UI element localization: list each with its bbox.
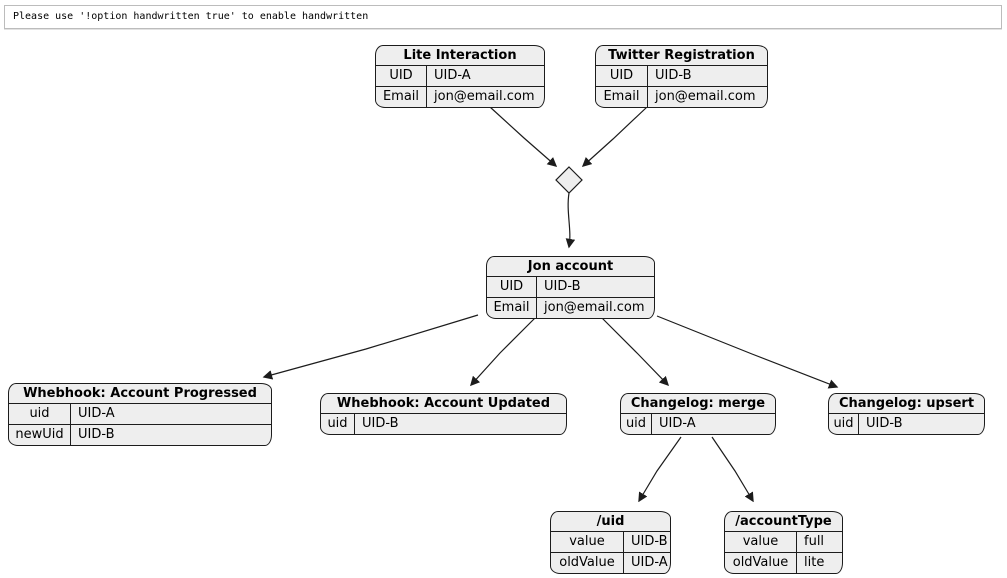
row-key: Email bbox=[487, 298, 537, 318]
row-key: uid bbox=[321, 414, 355, 434]
node-title: /uid bbox=[551, 512, 670, 532]
node-title: Jon account bbox=[487, 257, 654, 277]
row-value: UID-B bbox=[631, 534, 668, 549]
row-key: oldValue bbox=[725, 553, 797, 573]
edge-jon-to-updated bbox=[470, 316, 537, 387]
row-value: UID-B bbox=[655, 68, 692, 83]
node-title: Whebhook: Account Progressed bbox=[9, 384, 271, 404]
node-webhook-account-progressed: Whebhook: Account Progressed uid UID-A n… bbox=[8, 383, 272, 446]
row-value: jon@email.com bbox=[434, 89, 535, 104]
table-row: value full bbox=[725, 532, 842, 552]
node-lite-interaction: Lite Interaction UID UID-A Email jon@ema… bbox=[375, 45, 545, 108]
row-value: UID-A bbox=[434, 68, 471, 83]
node-title: /accountType bbox=[725, 512, 842, 532]
row-value: full bbox=[804, 534, 825, 549]
node-accounttype-change: /accountType value full oldValue lite bbox=[724, 511, 843, 574]
node-title: Changelog: upsert bbox=[829, 394, 984, 414]
row-value: UID-B bbox=[78, 427, 115, 442]
node-uid-change: /uid value UID-B oldValue UID-A bbox=[550, 511, 671, 574]
table-row: Email jon@email.com bbox=[596, 86, 767, 107]
handwritten-option-banner: Please use '!option handwritten true' to… bbox=[4, 5, 1002, 29]
node-title: Whebhook: Account Updated bbox=[321, 394, 566, 414]
edge-diamond-to-jon bbox=[565, 192, 576, 249]
table-row: uid UID-B bbox=[829, 414, 984, 434]
node-changelog-upsert: Changelog: upsert uid UID-B bbox=[828, 393, 985, 435]
row-key: Email bbox=[596, 87, 648, 107]
row-key: uid bbox=[829, 414, 859, 434]
row-key: oldValue bbox=[551, 553, 624, 573]
node-title: Changelog: merge bbox=[621, 394, 775, 414]
row-key: UID bbox=[487, 277, 537, 297]
row-value: jon@email.com bbox=[655, 89, 756, 104]
node-title: Twitter Registration bbox=[596, 46, 767, 66]
edge-merge-to-uid bbox=[638, 436, 682, 503]
row-key: uid bbox=[621, 414, 652, 434]
table-row: oldValue UID-A bbox=[551, 552, 670, 573]
row-value: UID-B bbox=[544, 279, 581, 294]
merge-diamond bbox=[555, 166, 583, 194]
table-row: Email jon@email.com bbox=[487, 297, 654, 318]
table-row: UID UID-A bbox=[376, 66, 544, 86]
table-row: oldValue lite bbox=[725, 552, 842, 573]
row-value: UID-A bbox=[659, 416, 696, 431]
table-row: Email jon@email.com bbox=[376, 86, 544, 107]
row-key: newUid bbox=[9, 425, 71, 445]
table-row: UID UID-B bbox=[487, 277, 654, 297]
edge-merge-to-accounttype bbox=[711, 436, 754, 503]
table-row: uid UID-B bbox=[321, 414, 566, 434]
node-changelog-merge: Changelog: merge uid UID-A bbox=[620, 393, 776, 435]
row-key: value bbox=[725, 532, 797, 552]
row-key: uid bbox=[9, 404, 71, 424]
table-row: UID UID-B bbox=[596, 66, 767, 86]
row-value: UID-A bbox=[78, 406, 115, 421]
row-key: value bbox=[551, 532, 624, 552]
edge-lite-to-diamond bbox=[489, 106, 558, 167]
edge-jon-to-upsert bbox=[656, 315, 839, 389]
edge-jon-to-merge bbox=[601, 317, 670, 387]
table-row: uid UID-A bbox=[9, 404, 271, 424]
node-twitter-registration: Twitter Registration UID UID-B Email jon… bbox=[595, 45, 768, 108]
row-value: UID-B bbox=[362, 416, 399, 431]
edge-twitter-to-diamond bbox=[581, 106, 648, 167]
node-jon-account: Jon account UID UID-B Email jon@email.co… bbox=[486, 256, 655, 319]
node-title: Lite Interaction bbox=[376, 46, 544, 66]
table-row: newUid UID-B bbox=[9, 424, 271, 445]
row-value: UID-A bbox=[631, 555, 668, 570]
table-row: value UID-B bbox=[551, 532, 670, 552]
row-key: UID bbox=[596, 66, 648, 86]
row-key: Email bbox=[376, 87, 427, 107]
node-webhook-account-updated: Whebhook: Account Updated uid UID-B bbox=[320, 393, 567, 435]
row-value: jon@email.com bbox=[544, 300, 645, 315]
row-key: UID bbox=[376, 66, 427, 86]
edge-jon-to-progressed bbox=[262, 314, 479, 380]
row-value: lite bbox=[804, 555, 825, 570]
table-row: uid UID-A bbox=[621, 414, 775, 434]
row-value: UID-B bbox=[866, 416, 903, 431]
